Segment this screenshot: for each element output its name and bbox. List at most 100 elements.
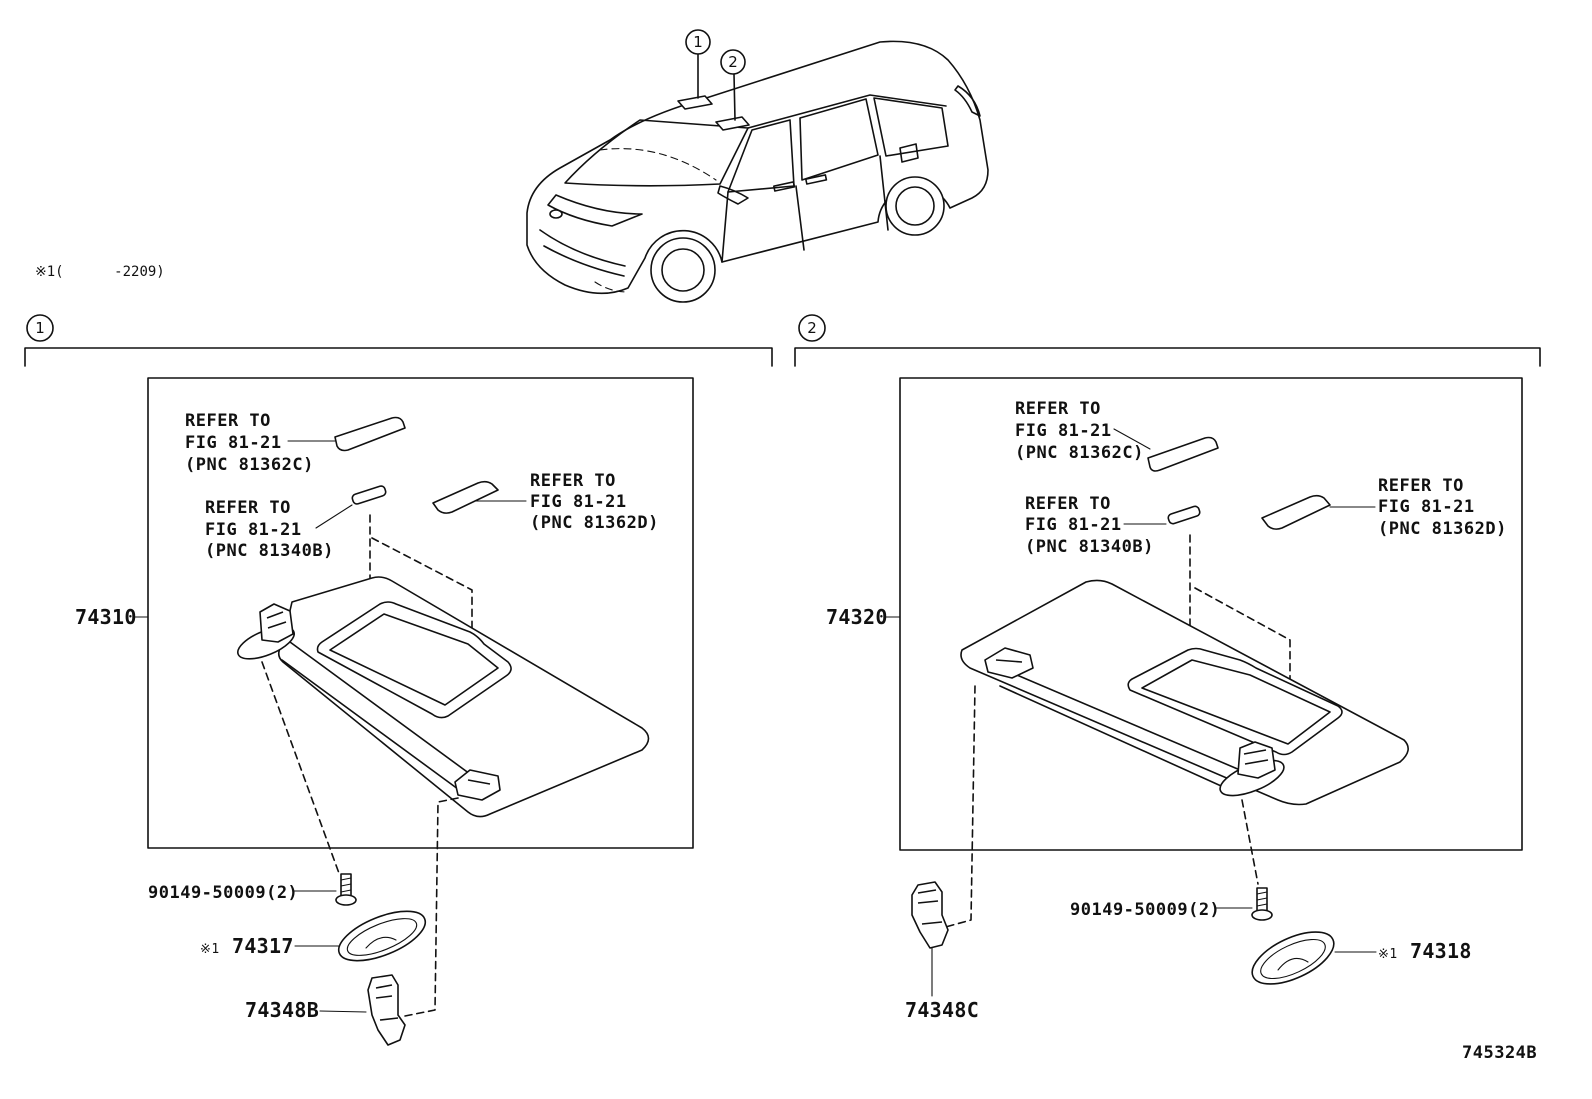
right-vanity-lens-81362c	[1147, 436, 1219, 472]
right-screw-threads	[1256, 891, 1268, 907]
front-wheel-rim	[661, 248, 705, 292]
right-ref-81362d-line2: FIG 81-21	[1378, 497, 1475, 517]
left-hinge-cover-outer	[337, 910, 427, 962]
left-hinge-cover-icon	[337, 910, 427, 962]
sliding-door-handle	[805, 174, 828, 185]
left-screw-pnc: 90149-50009(2)	[148, 883, 298, 903]
left-visor-panel: REFER TO FIG 81-21 (PNC 81362C) REFER TO…	[75, 377, 694, 1046]
right-screw-pnc: 90149-50009(2)	[1070, 900, 1220, 920]
right-vanity-bulb-81340b	[1167, 505, 1201, 525]
right-cover-pnc: 74318	[1410, 939, 1472, 963]
right-ref-81340b-line1: REFER TO	[1025, 494, 1111, 514]
front-door-handle	[773, 181, 796, 192]
right-hinge-cover-notch	[1277, 957, 1309, 971]
sliding-door-rear-line	[879, 155, 889, 231]
right-visor-hinge-bracket	[1237, 741, 1276, 779]
left-mirror-recess	[316, 601, 512, 719]
panel-2-callout-circle	[798, 314, 826, 342]
left-ref-81340b-line1: REFER TO	[205, 498, 291, 518]
right-clip-pnc: 74348C	[905, 998, 979, 1022]
left-vanity-cover-81362d	[432, 480, 499, 514]
right-cover-mark: ※1	[1378, 947, 1398, 962]
right-visor-holder-clip	[911, 881, 949, 949]
right-hinge-cover-icon	[1251, 931, 1335, 985]
panel-2-callout-number: 2	[807, 319, 817, 337]
right-sun-visor	[960, 579, 1409, 806]
left-vanity-lens-81362c	[334, 416, 406, 452]
front-wheel-tire	[650, 237, 716, 303]
right-vanity-cover-81362d	[1261, 494, 1331, 530]
panel-1-bracket	[24, 347, 773, 367]
left-cover-pnc: 74317	[232, 934, 294, 958]
callout-1-circle	[685, 29, 711, 55]
left-clip-install-line	[404, 797, 459, 1017]
left-ref-81362d-line3: (PNC 81362D)	[530, 513, 659, 533]
front-door-line	[721, 191, 729, 263]
figure-id: 745324B	[1462, 1043, 1537, 1063]
right-ref-81362d-line3: (PNC 81362D)	[1378, 519, 1507, 539]
right-visor-location	[715, 116, 750, 131]
left-ref-81340b-leader	[315, 504, 353, 529]
left-vanity-bulb-81340b	[351, 485, 387, 505]
right-ref-81362c-line3: (PNC 81362C)	[1015, 443, 1144, 463]
left-hinge-cover-inner	[346, 918, 418, 956]
right-ref-81362d-line1: REFER TO	[1378, 476, 1464, 496]
left-visor-hinge-bracket	[259, 603, 294, 643]
rear-quarter-window	[873, 97, 949, 157]
right-ref-81340b-line3: (PNC 81340B)	[1025, 537, 1154, 557]
emblem	[549, 209, 563, 219]
left-ref-81362d-line2: FIG 81-21	[530, 492, 627, 512]
callout-1-number: 1	[693, 33, 703, 51]
windshield	[564, 119, 749, 187]
left-assembly-pnc: 74310	[75, 605, 137, 629]
left-vanity-mirror	[329, 613, 499, 706]
hood-crease	[599, 148, 717, 181]
right-visor-rod	[999, 669, 1241, 791]
left-screw-icon	[335, 873, 357, 906]
right-visor-panel: REFER TO FIG 81-21 (PNC 81362C) REFER TO…	[826, 377, 1523, 1022]
left-clip-pnc: 74348B	[245, 998, 319, 1022]
right-ref-81362c-line2: FIG 81-21	[1015, 421, 1112, 441]
left-visor-holder-clip	[367, 974, 406, 1046]
right-hinge-cover-outer	[1251, 931, 1335, 985]
panel-1-callout-number: 1	[35, 319, 45, 337]
minivan-illustration: 1 2	[526, 29, 989, 303]
left-ref-81362c-line2: FIG 81-21	[185, 433, 282, 453]
right-clip-install-line	[941, 685, 976, 929]
side-mirror	[717, 185, 749, 205]
left-ref-81362c-line3: (PNC 81362C)	[185, 455, 314, 475]
front-bumper-hidden-line	[594, 281, 629, 293]
left-visor-end-clip	[454, 769, 501, 801]
left-screw-head	[335, 894, 357, 906]
left-ref-81362d-line1: REFER TO	[530, 471, 616, 491]
left-ref-81340b-line3: (PNC 81340B)	[205, 541, 334, 561]
left-ref-81362c-line1: REFER TO	[185, 411, 271, 431]
panel-1-callout-circle	[26, 314, 54, 342]
right-screw-head	[1251, 909, 1273, 921]
callout-2-circle	[720, 49, 746, 75]
left-visor-rod	[281, 641, 471, 793]
left-clip-leader	[319, 1010, 367, 1013]
left-visor-location	[677, 95, 713, 110]
callout-2-leader	[733, 73, 736, 121]
production-date-note: ※1( -2209)	[35, 264, 165, 280]
left-cover-mark: ※1	[200, 942, 220, 957]
right-visor-end-clip	[984, 647, 1034, 679]
vehicle-body-outline	[526, 40, 989, 295]
headlight	[547, 194, 643, 227]
left-ref-81340b-line2: FIG 81-21	[205, 520, 302, 540]
right-ref-81362c-leader	[1113, 428, 1151, 450]
rear-wheel-rim	[895, 186, 935, 226]
left-lens-install-line	[371, 537, 473, 687]
right-screw-icon	[1251, 887, 1273, 921]
right-ref-81340b-line2: FIG 81-21	[1025, 515, 1122, 535]
rear-wheel-tire	[885, 176, 945, 236]
panel-2-bracket	[794, 347, 1541, 367]
left-hinge-cover-notch	[365, 936, 397, 949]
right-assembly-frame	[899, 377, 1523, 851]
left-sun-visor	[277, 576, 650, 818]
callout-2-number: 2	[728, 53, 738, 71]
right-screw-install-line	[1241, 799, 1259, 885]
taillight	[954, 85, 981, 117]
